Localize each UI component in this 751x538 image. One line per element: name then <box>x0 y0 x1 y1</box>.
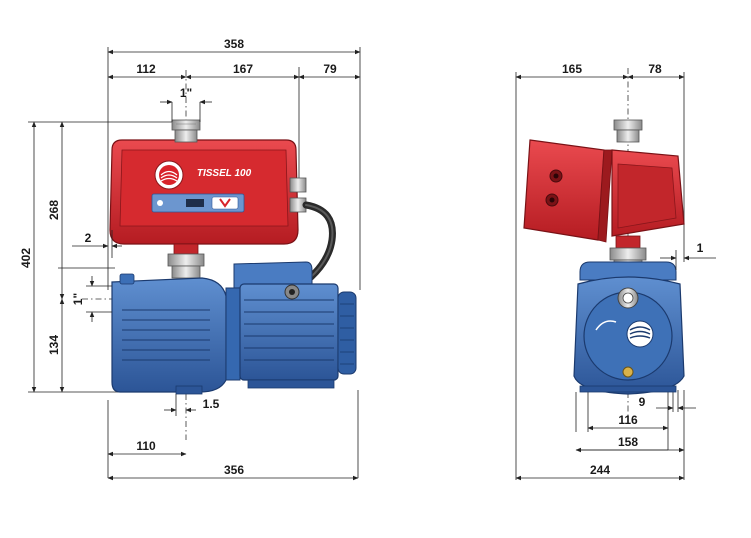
dim-1: 1 <box>697 241 704 255</box>
dim-110: 110 <box>136 439 156 453</box>
dim-165: 165 <box>562 62 582 76</box>
side-outlet-fitting <box>613 119 643 143</box>
dim-112: 112 <box>136 62 156 76</box>
side-controller-unit <box>523 139 685 243</box>
side-pump-body <box>573 261 685 395</box>
dim-2: 2 <box>85 231 92 245</box>
dim-402: 402 <box>19 248 33 268</box>
cable-gland-upper <box>289 177 307 193</box>
dim-268: 268 <box>47 200 61 220</box>
drain-plug <box>622 366 634 378</box>
dim-116: 116 <box>618 413 638 427</box>
dim-158: 158 <box>618 435 638 449</box>
dim-1-5: 1.5 <box>203 397 220 411</box>
connector-fitting <box>167 243 205 279</box>
outlet-fitting <box>171 119 201 143</box>
dim-134: 134 <box>47 335 61 355</box>
dim-358: 358 <box>224 37 244 51</box>
dim-outlet-side: 1" <box>71 293 85 305</box>
controller-unit: TISSEL 100 <box>109 139 307 245</box>
dim-inlet-top: 1" <box>180 86 192 100</box>
pump-logo-icon <box>626 320 654 348</box>
dim-78: 78 <box>648 62 662 76</box>
dim-356: 356 <box>224 463 244 477</box>
dim-9: 9 <box>639 395 646 409</box>
dim-167: 167 <box>233 62 253 76</box>
controller-brand-label: TISSEL 100 <box>197 168 252 179</box>
side-view: 165 78 1 9 116 158 244 <box>515 62 716 481</box>
dim-244: 244 <box>590 463 610 477</box>
dim-79: 79 <box>323 62 337 76</box>
pump-body <box>111 273 227 395</box>
pump-motor <box>225 261 357 389</box>
front-view: TISSEL 100 <box>19 37 361 481</box>
